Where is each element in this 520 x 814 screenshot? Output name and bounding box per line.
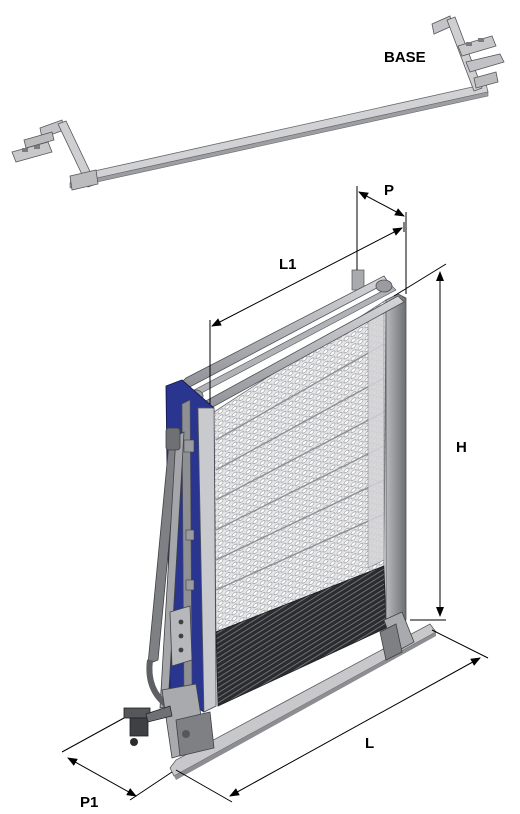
- dim-l-ext-right: [431, 629, 489, 659]
- dim-l1-line: [211, 227, 403, 327]
- dim-p-line: [358, 191, 405, 217]
- right-foot: [379, 611, 415, 661]
- label-h: H: [456, 439, 467, 456]
- dim-p1-line: [67, 757, 137, 797]
- left-mechanism: [146, 427, 195, 709]
- latch-handle: [123, 705, 173, 746]
- mesh-ribs: [215, 343, 385, 591]
- label-base: BASE: [384, 49, 426, 66]
- right-post: [385, 293, 407, 627]
- label-p: P: [384, 182, 394, 199]
- dim-l-line: [229, 657, 481, 797]
- label-p1: P1: [80, 794, 98, 811]
- dim-h-ext-top: [393, 263, 447, 297]
- label-l: L: [365, 735, 374, 752]
- left-foot: [161, 683, 215, 759]
- dim-l-ext-left: [175, 769, 233, 803]
- dim-p1-ext-right: [129, 771, 173, 801]
- base-part: [11, 15, 505, 191]
- dimensions: [61, 186, 489, 803]
- label-l1: L1: [279, 256, 297, 273]
- main-unit: [123, 269, 437, 780]
- base-left-bracket: [11, 119, 99, 191]
- base-right-bracket: [431, 15, 505, 92]
- base-bar: [69, 83, 489, 185]
- dim-p1-ext-left: [61, 717, 125, 753]
